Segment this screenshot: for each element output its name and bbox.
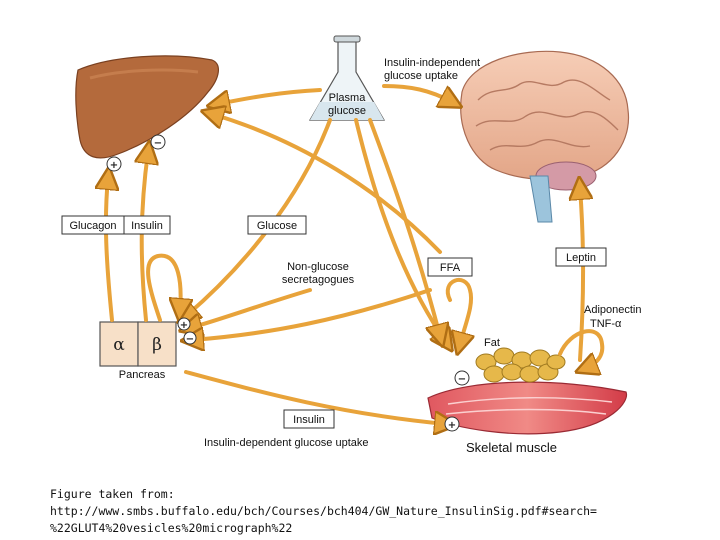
- arrow-flask-to-liver: [218, 88, 322, 104]
- arrow-muscle-to-brain: [580, 188, 583, 362]
- insulin-independent-label-1: Insulin-independent: [384, 57, 480, 69]
- alpha-cell-label: α: [113, 335, 125, 355]
- svg-text:−: −: [458, 374, 466, 385]
- ffa-label-box: FFA: [427, 257, 473, 277]
- caption-line-2: http://www.smbs.buffalo.edu/bch/Courses/…: [50, 504, 597, 518]
- tnf-alpha-label: TNF-α: [590, 318, 622, 330]
- pancreas-cells: [99, 321, 177, 367]
- svg-text:+: +: [448, 420, 456, 431]
- arrow-ffa-loop: [445, 278, 471, 344]
- brain-illustration: [460, 50, 630, 223]
- svg-text:−: −: [186, 334, 194, 345]
- arrow-ffa-to-liver: [212, 114, 442, 254]
- liver-plus-sign: +: [106, 156, 122, 172]
- svg-text:−: −: [154, 138, 162, 149]
- svg-text:Insulin: Insulin: [293, 414, 325, 426]
- svg-text:Glucose: Glucose: [257, 220, 297, 232]
- non-glucose-label-2: secretagogues: [282, 274, 355, 286]
- arrow-beta-autoloop: [146, 253, 181, 320]
- svg-text:Insulin: Insulin: [131, 220, 163, 232]
- muscle-plus-sign: +: [444, 416, 460, 432]
- plasma-glucose-label-2: glucose: [328, 105, 366, 117]
- arrow-nonglucose-to-pancreas: [190, 288, 312, 328]
- leptin-label-box: Leptin: [555, 247, 607, 267]
- insulin-bottom-label-box: Insulin: [283, 409, 335, 429]
- svg-text:Leptin: Leptin: [566, 252, 596, 264]
- arrow-flask-to-muscle-2: [368, 118, 440, 336]
- plasma-glucose-flask: [308, 35, 386, 121]
- insulin-liver-label-box: Insulin: [123, 215, 171, 235]
- pancreas-minus-sign: −: [183, 331, 197, 345]
- arrows: [106, 84, 605, 424]
- svg-text:+: +: [110, 160, 118, 171]
- beta-cell-label: β: [152, 335, 162, 355]
- muscle-minus-sign: −: [454, 370, 470, 386]
- fat-cells-illustration: [475, 347, 566, 383]
- pancreas-plus-sign: +: [177, 317, 191, 331]
- plasma-glucose-label-1: Plasma: [329, 92, 367, 104]
- caption-line-3: %22GLUT4%20vesicles%20micrograph%22: [50, 521, 293, 535]
- skeletal-muscle-label: Skeletal muscle: [466, 440, 557, 455]
- fat-label: Fat: [484, 337, 500, 349]
- arrow-glucagon-to-liver: [106, 178, 112, 322]
- figure-caption: Figure taken from: http://www.smbs.buffal…: [50, 486, 690, 537]
- svg-text:+: +: [180, 320, 188, 331]
- adiponectin-label: Adiponectin: [584, 304, 642, 316]
- insulin-independent-label-2: glucose uptake: [384, 70, 458, 82]
- arrow-flask-to-brain: [382, 84, 452, 102]
- liver-illustration: [75, 55, 219, 159]
- non-glucose-label-1: Non-glucose: [287, 261, 349, 273]
- glucagon-label-box: Glucagon: [61, 215, 125, 235]
- arrow-pancreas-to-muscle: [184, 370, 446, 424]
- arrow-insulin-to-liver: [142, 152, 148, 322]
- svg-text:Glucagon: Glucagon: [69, 220, 116, 232]
- liver-minus-sign: −: [150, 134, 166, 150]
- caption-line-1: Figure taken from:: [50, 487, 175, 501]
- insulin-dependent-label: Insulin-dependent glucose uptake: [204, 437, 369, 449]
- arrow-ffa-to-pancreas: [192, 288, 432, 340]
- svg-text:FFA: FFA: [440, 262, 461, 274]
- skeletal-muscle-illustration: [427, 381, 628, 435]
- pancreas-label: Pancreas: [119, 369, 166, 381]
- glucose-label-box: Glucose: [247, 215, 307, 235]
- arrow-adipo-loop: [558, 329, 605, 368]
